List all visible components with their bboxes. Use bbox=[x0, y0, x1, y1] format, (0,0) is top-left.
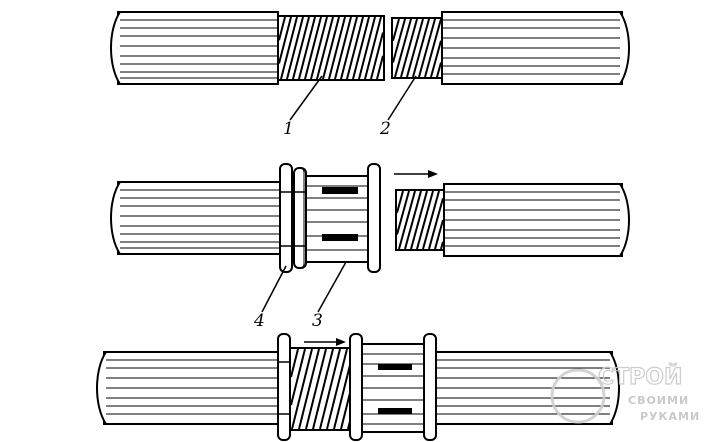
thread-line bbox=[392, 18, 400, 42]
locknut-row3 bbox=[277, 333, 291, 441]
leader-1 bbox=[289, 75, 323, 121]
thread-line bbox=[340, 16, 358, 80]
thread-line bbox=[376, 55, 384, 80]
thread-line bbox=[326, 348, 348, 430]
thread-line bbox=[291, 348, 313, 430]
left-pipe-1 bbox=[110, 11, 279, 85]
right-pipe-2 bbox=[443, 183, 630, 257]
thread-right-2 bbox=[391, 17, 443, 79]
thread-row3 bbox=[289, 347, 353, 431]
watermark-logo: СТРОЙ СВОИМИ РУКАМИ bbox=[550, 363, 700, 424]
thread-line bbox=[364, 16, 382, 80]
thread-line bbox=[280, 16, 298, 80]
thread-line bbox=[436, 62, 442, 78]
thread-line bbox=[392, 18, 406, 63]
thread-line bbox=[434, 219, 444, 250]
thread-line bbox=[370, 32, 384, 80]
thread-line bbox=[440, 241, 444, 250]
thread-line bbox=[404, 190, 422, 250]
leader-4 bbox=[261, 265, 287, 313]
arrow-right-icon bbox=[394, 170, 438, 178]
label-3: 3 bbox=[312, 311, 323, 331]
thread-line bbox=[346, 16, 364, 80]
right-pipe-1 bbox=[441, 11, 630, 85]
arrow-right-icon bbox=[304, 338, 346, 346]
thread-line bbox=[418, 18, 436, 78]
thread-line bbox=[424, 18, 442, 78]
label-1: 1 bbox=[283, 119, 294, 139]
thread-line bbox=[290, 348, 306, 406]
label-2: 2 bbox=[379, 119, 391, 139]
thread-line bbox=[310, 16, 328, 80]
leader-3 bbox=[317, 261, 347, 313]
coupling-sleeve-row3 bbox=[349, 333, 437, 441]
thread-line bbox=[358, 16, 376, 80]
left-pipe-3 bbox=[96, 351, 285, 425]
thread-line bbox=[322, 16, 340, 80]
thread-line bbox=[394, 18, 412, 78]
thread-line bbox=[422, 190, 440, 250]
watermark-title: СТРОЙ bbox=[598, 364, 682, 390]
thread-line bbox=[298, 16, 316, 80]
thread-line bbox=[412, 18, 430, 78]
watermark-line1: СВОИМИ bbox=[628, 394, 689, 407]
thread-line bbox=[305, 348, 327, 430]
thread-line bbox=[328, 16, 346, 80]
thread-right-row2 bbox=[395, 189, 445, 251]
locknut-4 bbox=[279, 163, 307, 273]
right-pipe-3 bbox=[435, 351, 620, 425]
thread-line bbox=[334, 16, 352, 80]
watermark-circle-icon bbox=[550, 368, 606, 424]
thread-line bbox=[398, 190, 416, 250]
thread-line bbox=[396, 190, 404, 214]
thread-line bbox=[290, 348, 299, 378]
thread-line bbox=[298, 348, 320, 430]
thread-line bbox=[319, 348, 341, 430]
thread-line bbox=[396, 190, 410, 235]
thread-line bbox=[352, 16, 370, 80]
thread-line bbox=[304, 16, 322, 80]
coupling-sleeve-3 bbox=[293, 163, 381, 273]
thread-line bbox=[278, 16, 292, 64]
thread-line bbox=[333, 360, 352, 430]
thread-line bbox=[416, 190, 434, 250]
row-3-coupling-assembled bbox=[96, 333, 620, 441]
thread-line bbox=[400, 18, 418, 78]
thread-line bbox=[292, 16, 310, 80]
leader-2 bbox=[387, 75, 417, 121]
thread-line bbox=[278, 16, 286, 41]
thread-left-1 bbox=[277, 15, 385, 81]
thread-line bbox=[406, 18, 424, 78]
thread-line bbox=[316, 16, 334, 80]
thread-line bbox=[410, 190, 428, 250]
thread-line bbox=[430, 40, 442, 78]
label-4: 4 bbox=[253, 311, 265, 331]
row-1-threaded-pipes: 1 2 bbox=[110, 11, 630, 139]
watermark-line2: РУКАМИ bbox=[640, 410, 700, 423]
row-2-coupling-sliding: 4 3 bbox=[110, 163, 630, 331]
left-pipe-2 bbox=[110, 181, 285, 255]
thread-line bbox=[286, 16, 304, 80]
thread-line bbox=[312, 348, 334, 430]
thread-line bbox=[428, 197, 444, 250]
